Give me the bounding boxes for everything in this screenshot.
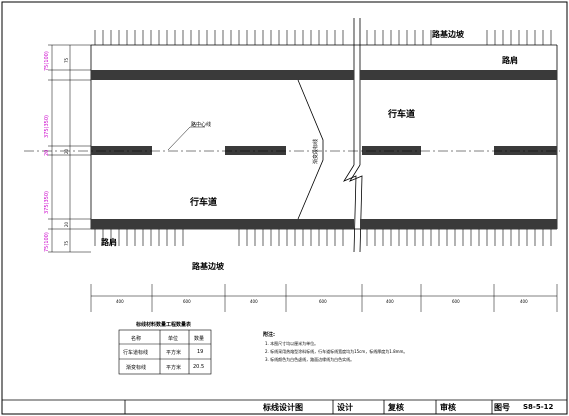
bottom-dim-7: 400	[520, 299, 528, 304]
left-dim-2: 375(350)	[44, 115, 50, 138]
left-dim-small-4: 75	[64, 240, 69, 246]
bottom-dim-3: 400	[250, 299, 258, 304]
centerline-leader	[167, 126, 191, 151]
top-slope-label: 路基边坡	[432, 30, 464, 39]
center-dash	[225, 146, 286, 155]
notes-title: 附注:	[263, 332, 275, 338]
break-lines	[342, 18, 363, 253]
note-line: 2. 标线采用热熔型涂料标线，行车道标线宽度均为15cm，标线厚度为1.8mm。	[265, 349, 408, 354]
left-dim-small-3: 20	[64, 221, 69, 227]
drawing-number: S8-5-12	[523, 403, 554, 411]
quantity-table-title: 标线材料数量工程数量表	[136, 322, 192, 328]
center-dash	[91, 146, 152, 155]
center-dash	[494, 146, 557, 155]
bottom-dimension-chain	[90, 284, 558, 312]
left-dim-small-2: 20	[64, 148, 69, 154]
table-cell: 平方米	[166, 365, 182, 371]
note-line: 1. 本图尺寸均以厘米为单位。	[265, 341, 319, 346]
bottom-slope-label: 路基边坡	[192, 262, 224, 271]
top-lane-label: 行车道	[388, 110, 416, 120]
bottom-slope-hatch	[94, 229, 552, 246]
top-edge-marking-right	[360, 70, 557, 80]
top-edge-marking-left	[91, 70, 354, 80]
drawing-title: 标线设计图	[263, 403, 303, 412]
top-shoulder-label: 路肩	[502, 56, 518, 65]
left-dim-3: 20	[44, 149, 50, 156]
bottom-edge-marking-left	[91, 219, 354, 229]
center-dash	[362, 146, 421, 155]
table-header: 数量	[194, 336, 205, 342]
bottom-lane-label: 行车道	[190, 198, 218, 208]
transition-label: 渐变段标线	[313, 138, 319, 164]
bottom-dim-4: 600	[319, 299, 327, 304]
table-cell: 行车道标线	[123, 350, 149, 356]
left-dimension-chain	[48, 44, 91, 253]
table-cell: 渐变标线	[126, 365, 147, 371]
center-dashes	[91, 146, 557, 155]
left-dim-small-1: 75	[64, 57, 69, 63]
bottom-dim-6: 600	[452, 299, 460, 304]
quantity-table-grid	[118, 329, 212, 375]
transition-marking	[297, 79, 324, 220]
bottom-dim-2: 600	[183, 299, 191, 304]
note-line: 3. 标线颜色为白色虚线，路面边缘线为白色实线。	[265, 357, 355, 362]
top-slope-hatch	[94, 30, 552, 45]
left-dim-5: 75(100)	[44, 232, 50, 252]
drawing-number-label: 图号	[494, 403, 510, 412]
table-cell: 19	[197, 349, 204, 355]
bottom-dim-1: 400	[116, 299, 124, 304]
table-header: 名称	[131, 336, 142, 342]
table-cell: 平方米	[166, 350, 182, 356]
bottom-edge-marking-right	[360, 219, 557, 229]
table-cell: 20.5	[193, 364, 205, 370]
centerline-label: 路中心线	[191, 122, 212, 128]
design-label: 设计	[337, 403, 353, 412]
bottom-shoulder-label: 路肩	[101, 238, 117, 247]
title-block-grid	[2, 399, 567, 414]
review-label: 复核	[388, 403, 404, 412]
left-dim-1: 75(100)	[44, 51, 50, 71]
left-dim-4: 375(350)	[44, 191, 50, 214]
approve-label: 审核	[440, 403, 456, 412]
bottom-dim-5: 400	[386, 299, 394, 304]
table-header: 单位	[168, 336, 179, 342]
